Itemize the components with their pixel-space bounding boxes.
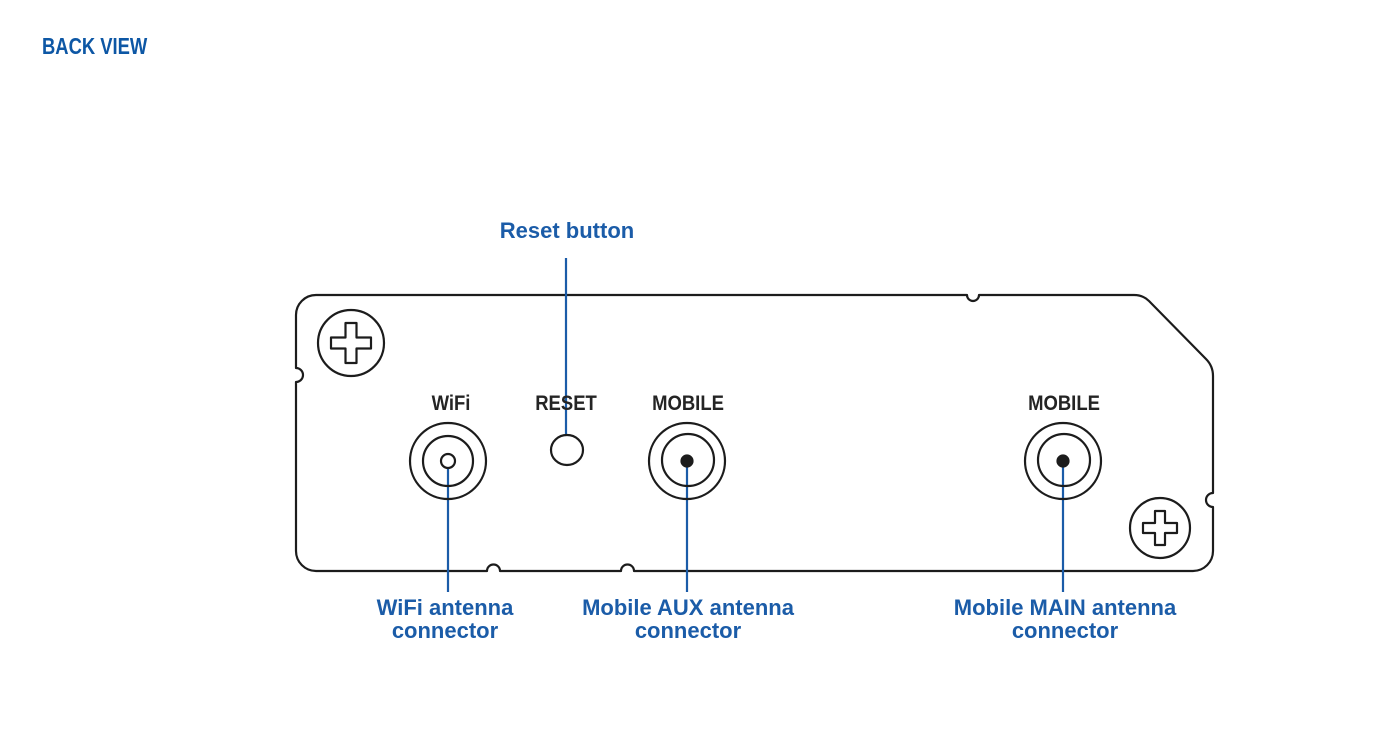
port-label-mobile-aux: MOBILE	[652, 392, 724, 415]
antenna-connector-icon	[408, 421, 488, 501]
phillips-screw-icon	[316, 308, 1192, 560]
port-label-reset: RESET	[535, 392, 597, 415]
callout-mobile-aux-antenna-connector: Mobile AUX antenna connector	[582, 595, 794, 643]
page-title: BACK VIEW	[42, 33, 148, 59]
device-panel-outline	[294, 293, 1215, 573]
callout-mobile-main-antenna-connector: Mobile MAIN antenna connector	[953, 595, 1177, 643]
port-label-mobile-main: MOBILE	[1028, 392, 1100, 415]
reset-button-icon	[549, 433, 585, 467]
callout-reset-button: Reset button	[499, 218, 635, 243]
callout-wifi-antenna-connector: WiFi antenna connector	[376, 595, 514, 643]
callout-lines	[446, 258, 1065, 592]
port-label-wifi: WiFi	[431, 392, 471, 415]
antenna-connector-icon	[1023, 421, 1103, 501]
antenna-connector-icon	[647, 421, 727, 501]
